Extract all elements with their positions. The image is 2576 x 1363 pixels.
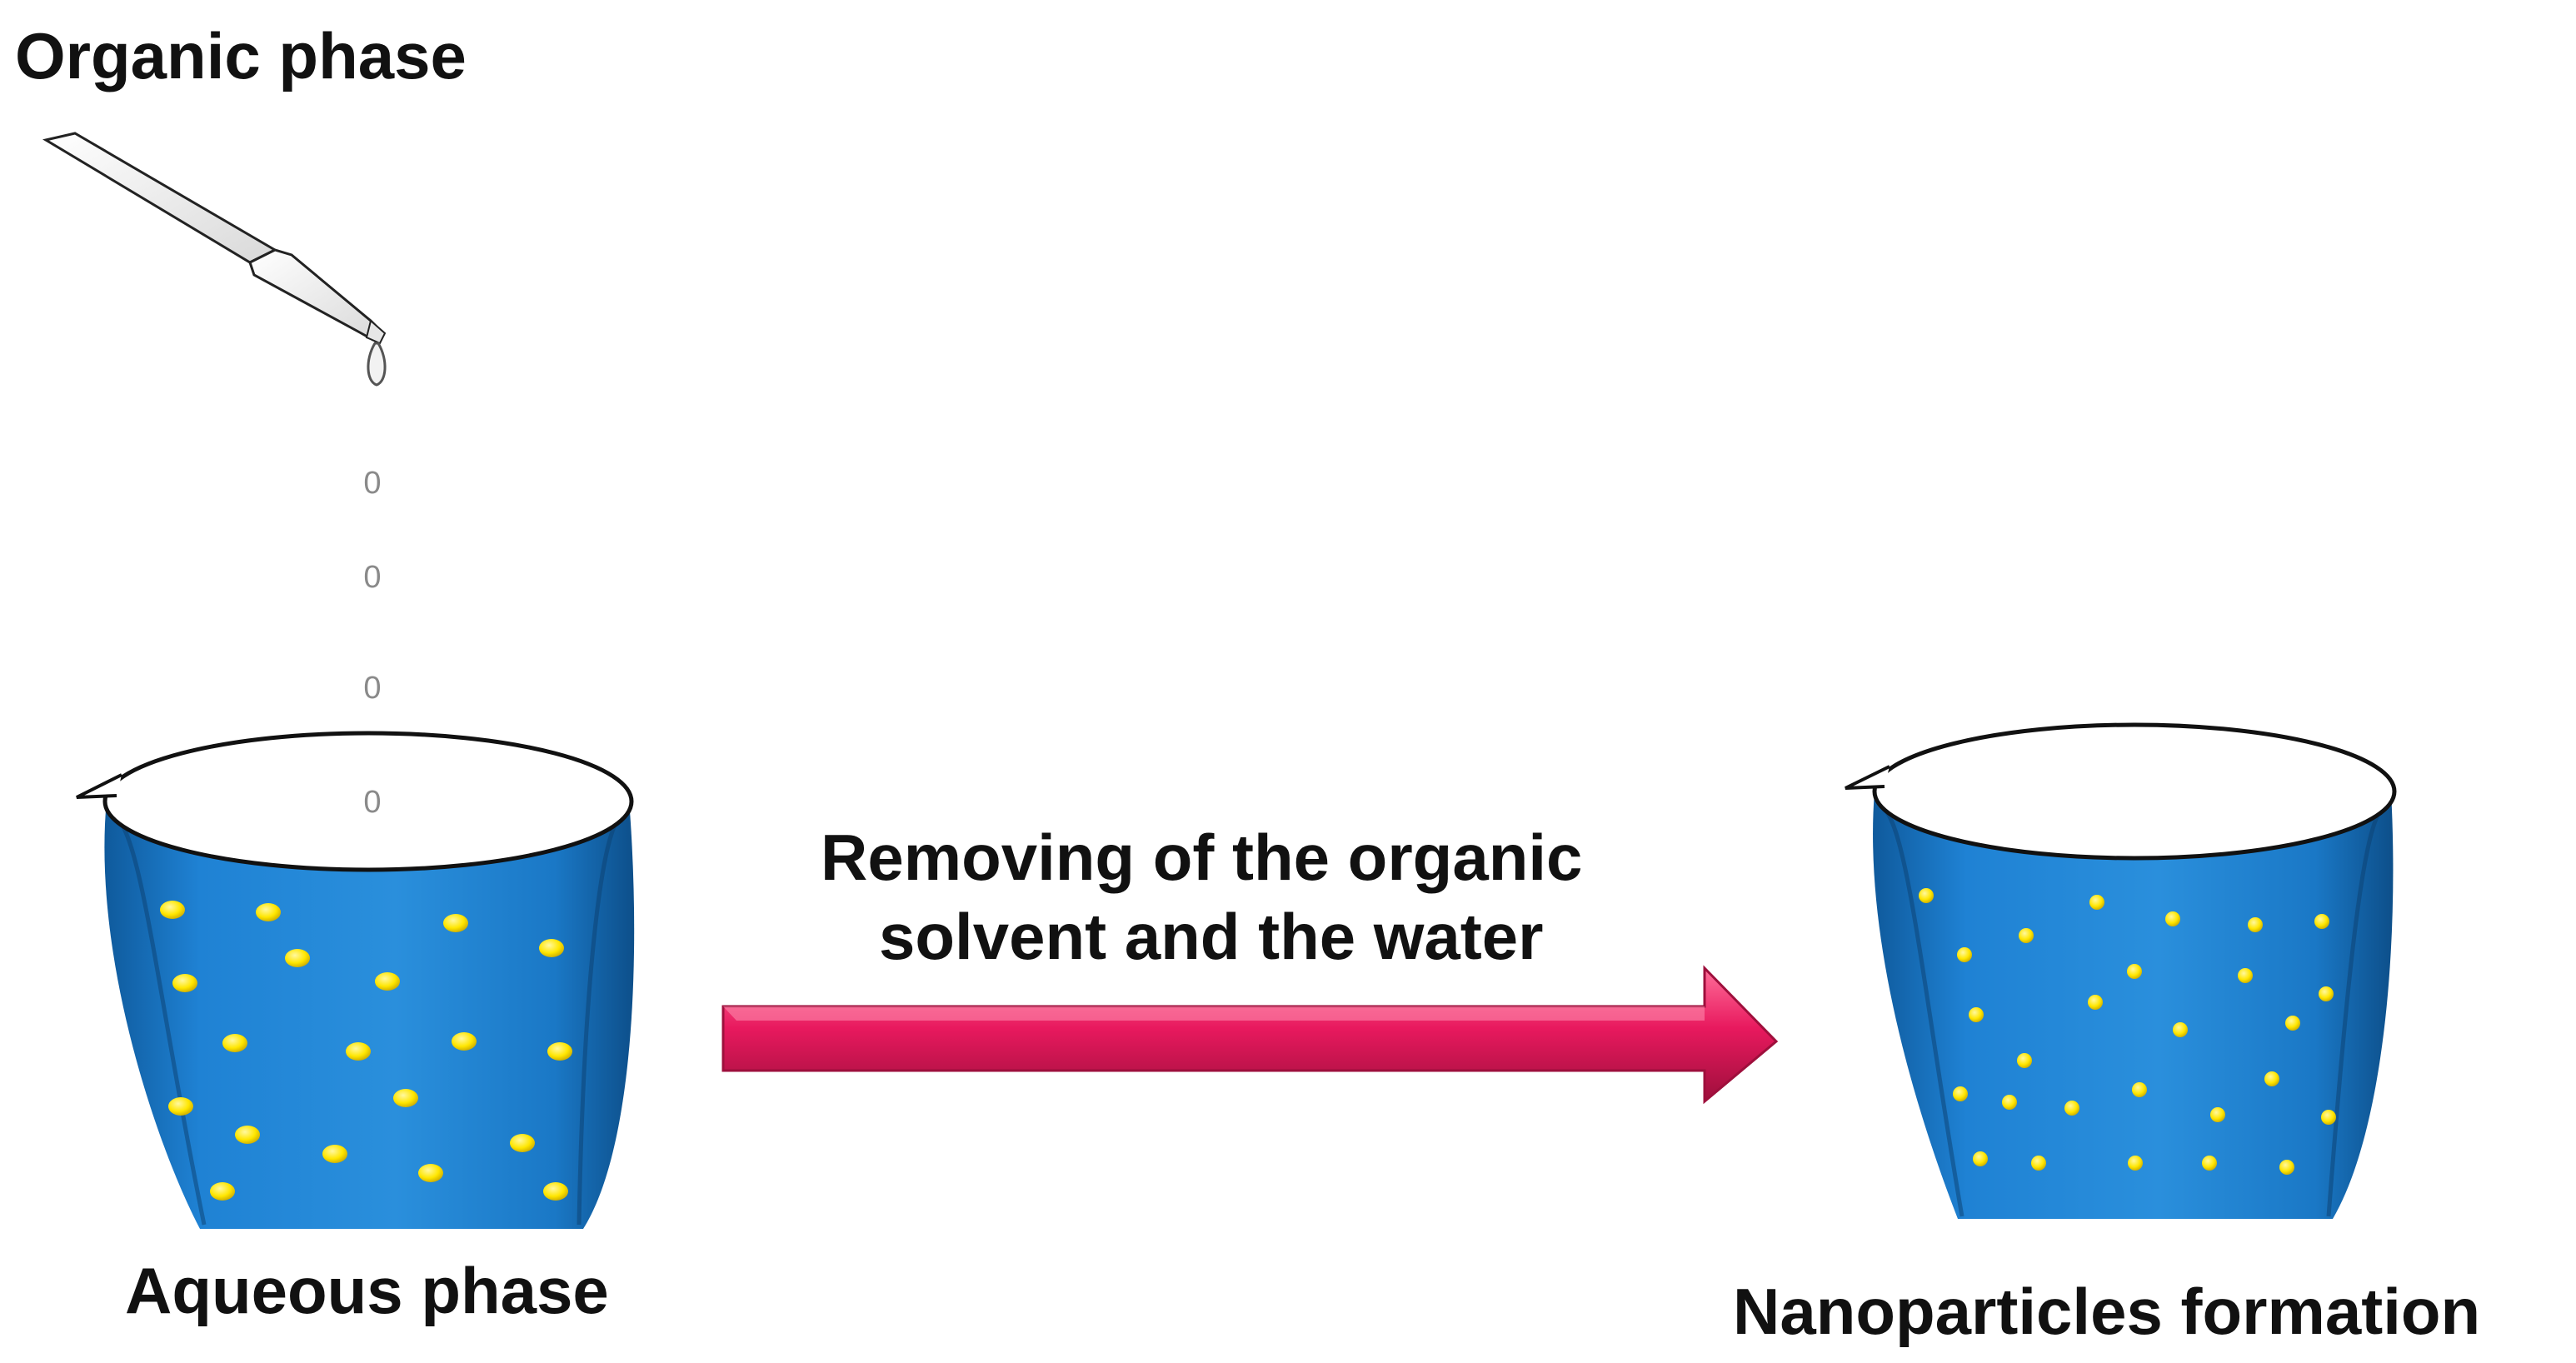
drop: 0 [363, 560, 381, 595]
particle [1953, 1086, 1968, 1101]
particle [1919, 888, 1934, 903]
particle [375, 972, 400, 991]
particle [160, 901, 185, 919]
particle [210, 1182, 235, 1201]
particle [235, 1126, 260, 1144]
particle [2132, 1082, 2147, 1097]
particle [2321, 1110, 2336, 1125]
particle [322, 1145, 347, 1163]
particle [2127, 964, 2142, 979]
particle [222, 1034, 247, 1052]
particle [2319, 986, 2334, 1001]
particle [256, 903, 281, 921]
drop: 0 [363, 466, 381, 501]
aqueous-phase-label: Aqueous phase [125, 1254, 609, 1327]
particle [2002, 1095, 2017, 1110]
particle [510, 1134, 535, 1152]
particle [168, 1097, 193, 1116]
particle [539, 939, 564, 957]
particle [1957, 947, 1972, 962]
beaker-icon [76, 731, 635, 1229]
beaker-icon [1845, 722, 2397, 1219]
particle [2202, 1156, 2217, 1171]
particle [2264, 1071, 2279, 1086]
particle [2128, 1156, 2143, 1171]
particle [443, 914, 468, 932]
particle [2019, 928, 2034, 943]
drop: 0 [363, 671, 381, 706]
particle [2088, 995, 2103, 1010]
nanoparticles-formation-label: Nanoparticles formation [1733, 1275, 2481, 1348]
particle [285, 949, 310, 967]
particle [2031, 1156, 2046, 1171]
drop: 0 [363, 785, 381, 820]
particle [2285, 1016, 2300, 1031]
particles-left [160, 901, 572, 1201]
particle [418, 1164, 443, 1182]
particle [2089, 895, 2104, 910]
particle [452, 1032, 477, 1051]
particle [543, 1182, 568, 1201]
particle [2248, 917, 2263, 932]
particle [2210, 1107, 2225, 1122]
pipette-icon [42, 132, 387, 387]
particle [2173, 1022, 2188, 1037]
organic-phase-label: Organic phase [15, 19, 467, 92]
arrow-right-icon [721, 965, 1779, 1105]
particle [1973, 1151, 1988, 1166]
process-label-line2: solvent and the water [879, 900, 1544, 973]
particle [2279, 1160, 2294, 1175]
particle [2165, 911, 2180, 926]
particle [172, 974, 197, 992]
particle [2064, 1101, 2079, 1116]
particles-right [1919, 888, 2336, 1175]
particle [2314, 914, 2329, 929]
particle [393, 1089, 418, 1107]
particle [1969, 1007, 1984, 1022]
particle [346, 1042, 371, 1061]
process-label-line1: Removing of the organic [821, 821, 1583, 894]
particle [547, 1042, 572, 1061]
particle [2017, 1053, 2032, 1068]
particle [2238, 968, 2253, 983]
